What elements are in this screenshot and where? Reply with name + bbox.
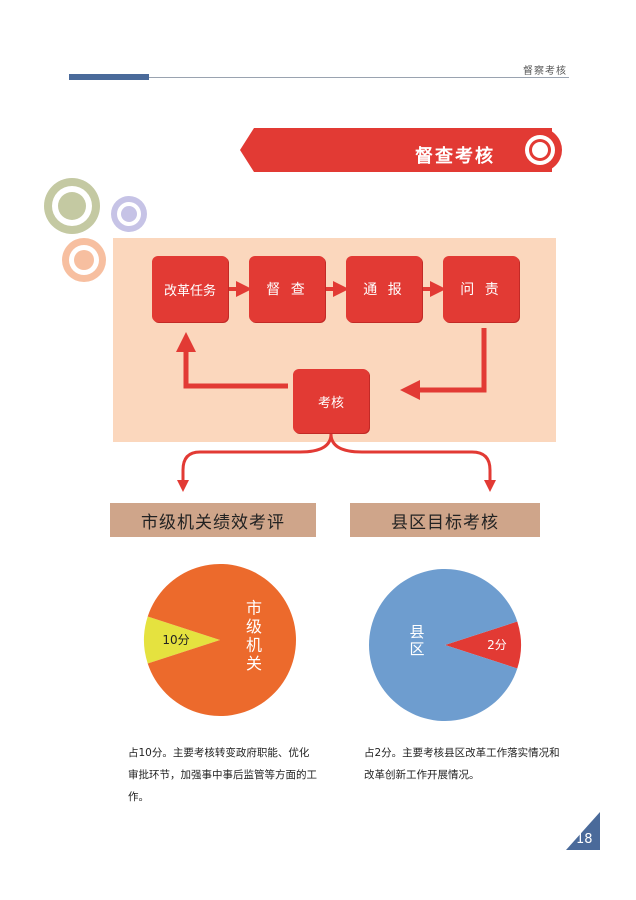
pie-slice [445,621,521,669]
banner-title: 督查考核 [415,146,495,167]
note-city: 占10分。主要考核转变政府职能、优化审批环节，加强事中事后监管等方面的工作。 [128,747,317,803]
step-accountability: 问 责 [443,256,519,322]
pie-chart-city: 10分 市级机关 [144,564,296,716]
header-rule [69,77,569,78]
category-city-agency: 市级机关绩效考评 [110,503,316,537]
page-number: 18 [576,832,593,847]
pie-slice [369,569,518,721]
category-county-target: 县区目标考核 [350,503,540,537]
page-corner-icon [566,812,600,850]
pie-chart-county: 2分 县区 [369,569,521,721]
step-notify: 通 报 [346,256,422,322]
pie-slice-label: 县区 [409,623,424,658]
decorative-circles-icon [44,178,147,282]
pie-slice [147,564,296,716]
step-assess: 考核 [293,369,369,433]
pie-slice [144,616,220,664]
header-accent-bar [69,74,149,80]
header-section-label: 督察考核 [523,66,567,77]
note-county: 占2分。主要考核县区改革工作落实情况和改革创新工作开展情况。 [364,747,560,781]
pie-slice-label: 10分 [162,633,189,647]
pie-slice-label: 2分 [487,638,507,652]
step-supervise: 督 查 [249,256,325,322]
step-reform-task: 改革任务 [152,256,228,322]
title-banner [240,128,562,172]
pie-slice-label: 市级机关 [246,599,262,673]
